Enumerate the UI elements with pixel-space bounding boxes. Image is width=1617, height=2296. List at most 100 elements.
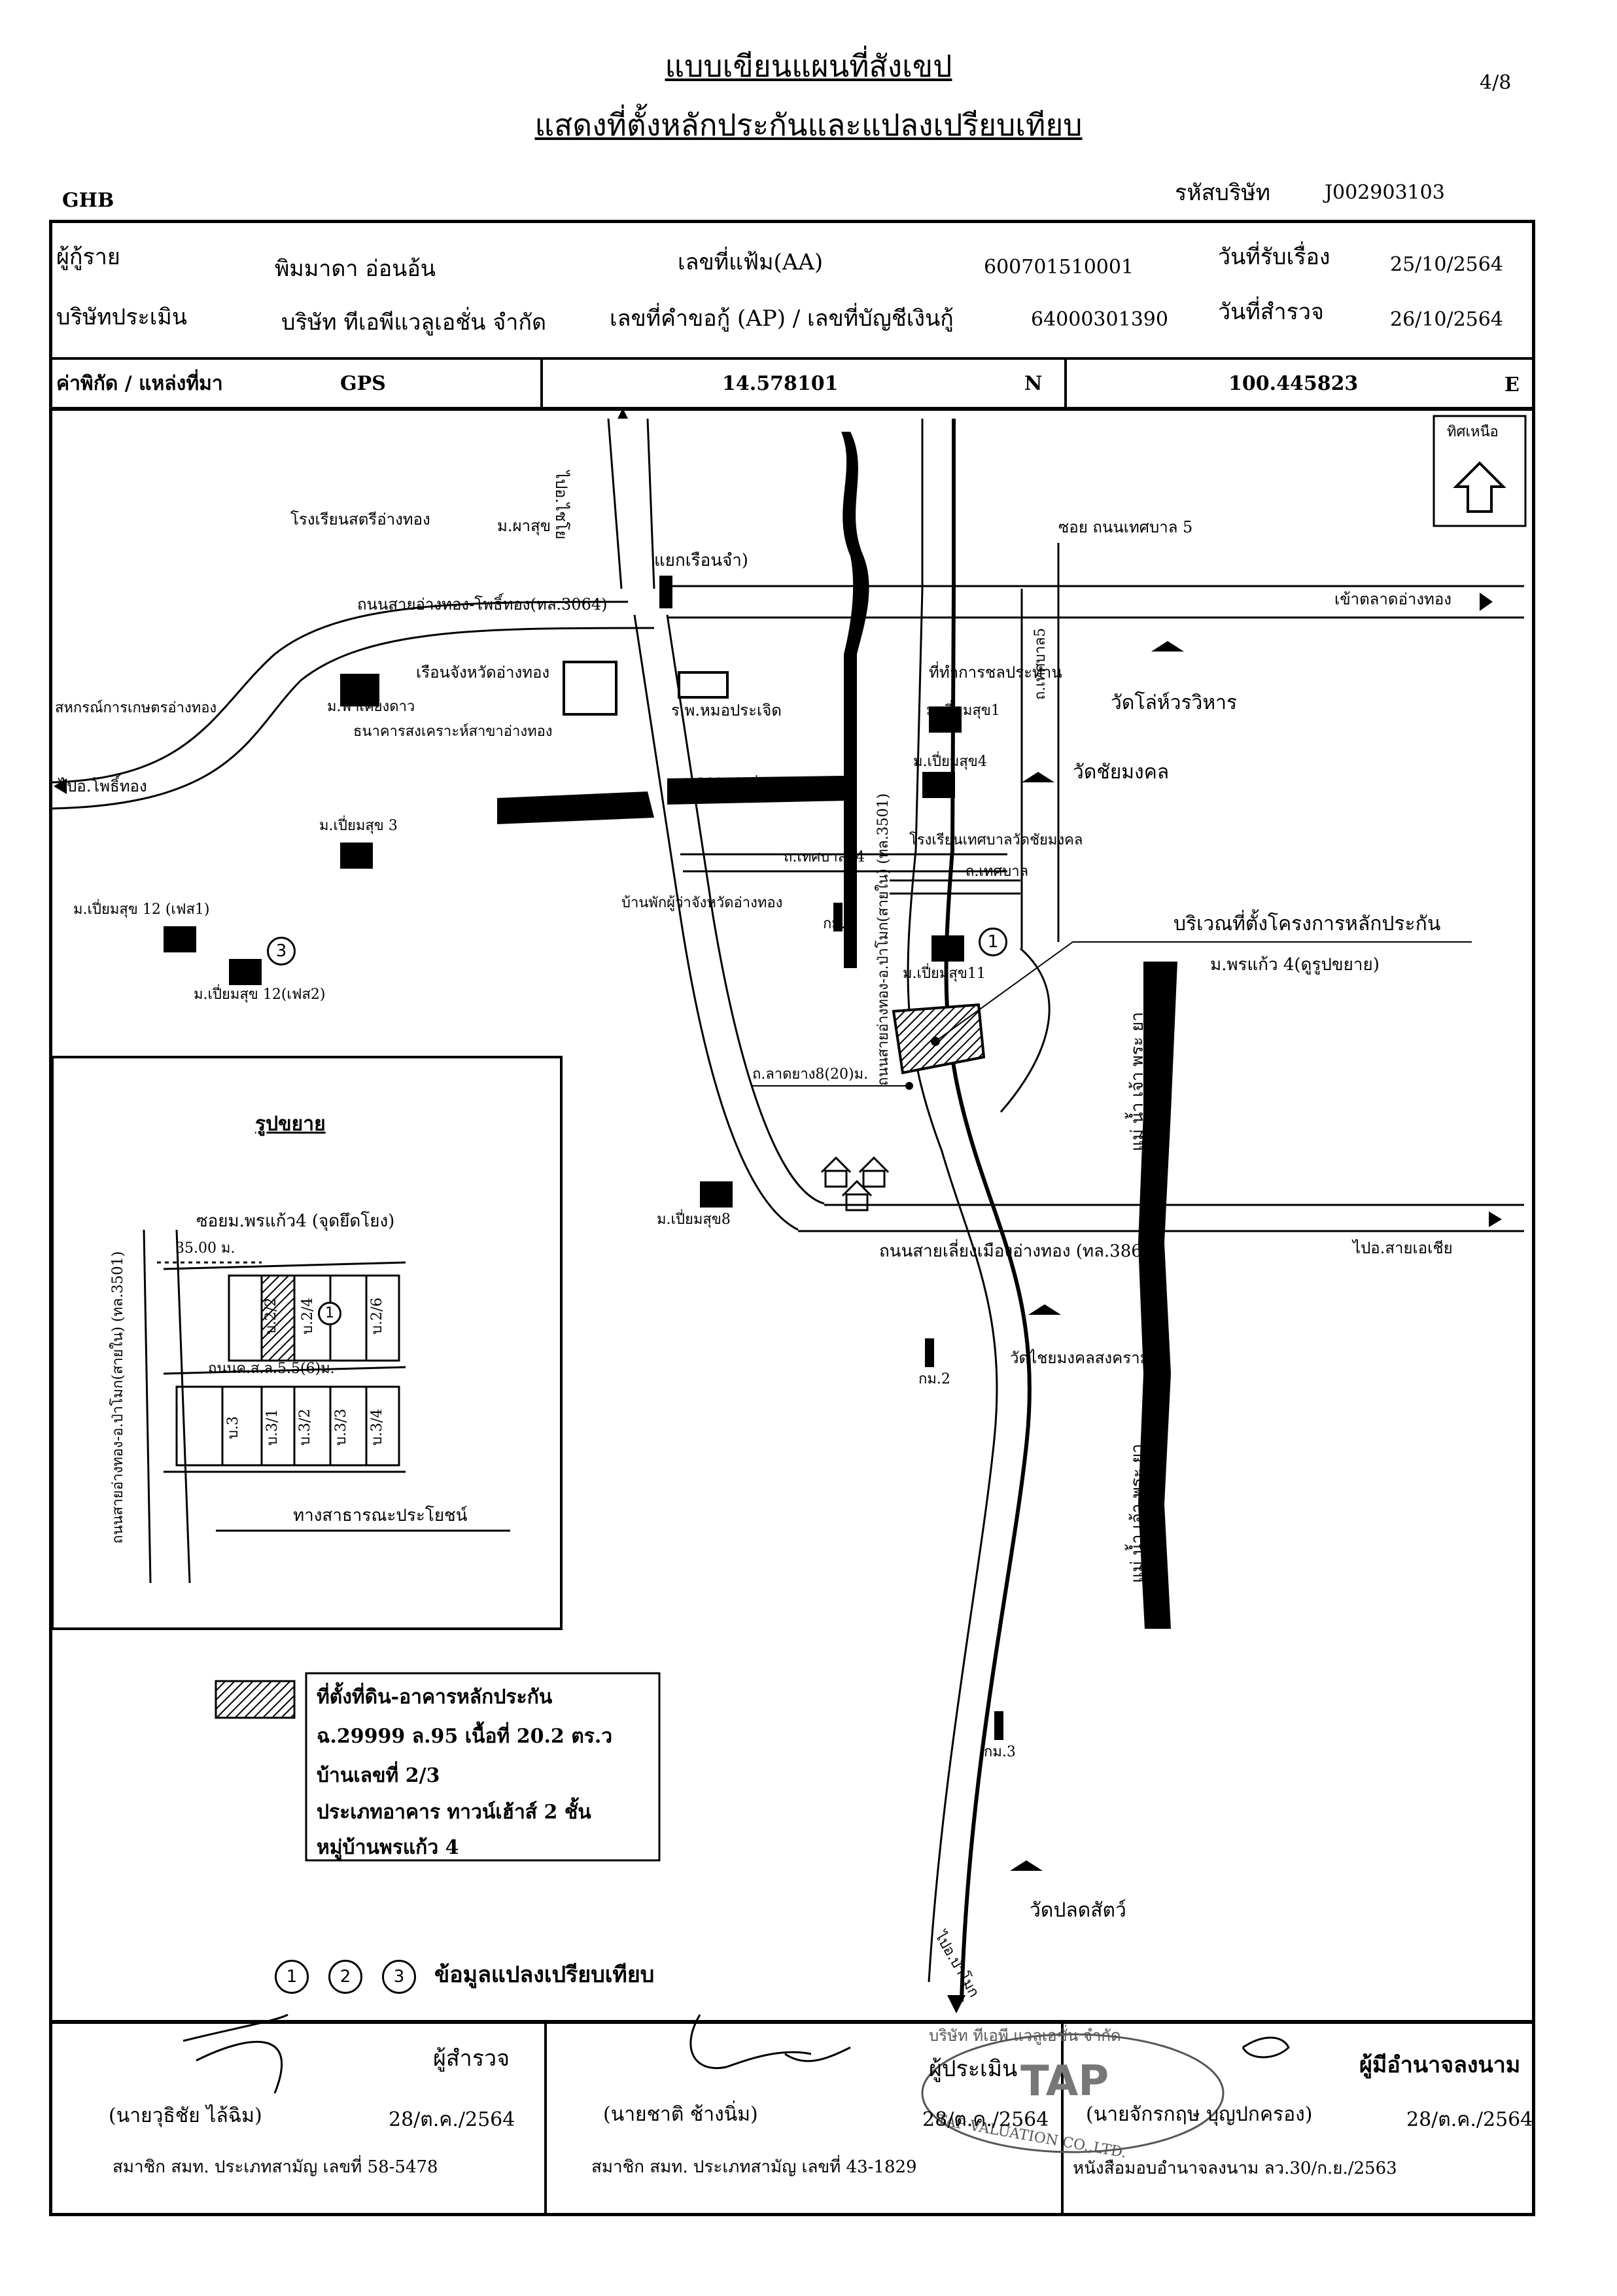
label-coop: สหกรณ์การเกษตรอ่างทอง [55,700,217,716]
traffic-light-icon [659,576,672,608]
arrow-market-icon [1480,593,1493,611]
company-code-label: รหัสบริษัท [1175,180,1271,206]
inset-title: รูปขยาย [255,1113,326,1136]
request-no-label: เลขที่คำขอกู้ (AP) / เลขที่บัญชีเงินกู้ [610,305,954,332]
appraiser-member: สมาชิก สมท. ประเภทสามัญ เลขที่ 43-1829 [591,2157,917,2177]
label-m-piamsuk12-2: ม.เปี่ยมสุข 12(เฟส2) [194,986,326,1003]
divider [540,357,543,409]
compare-legend-3: 3 [382,1960,416,1994]
arrow-photong-icon [54,778,67,794]
coord-source: GPS [340,372,386,395]
company-code: J002903103 [1325,181,1445,204]
appraiser-role: ผู้ประเมิน [929,2056,1018,2082]
label-school-thetsaban: โรงเรียนเทศบาลวัดชัยมงคล [909,832,1083,848]
label-yaek: แยกเรือนจำ) [654,551,748,570]
surveyor-signature [183,2013,288,2094]
inset-road-inner: ถนนค.ส.ล.5.5(6)ม. [208,1361,335,1377]
inset-collateral [260,1274,296,1362]
label-canal: คลองชลประทาน [696,773,801,790]
signer-authority: หนังสือมอบอำนาจลงนาม ลว.30/ก.ย./2563 [1073,2159,1397,2178]
company-stamp [921,2033,1225,2153]
legend-line-2: ฉ.29999 ล.95 เนื้อที่ 20.2 ตร.ว [317,1725,613,1748]
appraiser-company: บริษัท ทีเอพีแวลูเอชั่น จำกัด [281,309,547,336]
divider [544,2020,547,2216]
ghb-icon [563,661,617,716]
label-km2: กม.2 [918,1371,950,1387]
canal-vertical [841,432,869,968]
survey-date: 26/10/2564 [1390,308,1503,331]
label-hospital: ร.พ.หมอประเจิด [671,701,782,720]
longitude: 100.445823 [1228,372,1359,395]
label-village: ม.พรแก้ว 4(ดูรูปขยาย) [1210,955,1380,975]
divider [49,357,1535,360]
label-governor: บ้านพักผู้ว่าจังหวัดอ่างทอง [621,895,783,911]
ghb-label: GHB [62,189,114,212]
borrower-label: ผู้กู้ราย [56,244,120,270]
label-to-photong: ไปอ.โพธิ์ทอง [59,777,147,795]
label-m-piamsuk11: ม.เปี่ยมสุข11 [903,965,986,982]
appraiser-signature [689,2014,851,2069]
file-no-label: เลขที่แฟ้ม(AA) [678,249,824,275]
compare-marker-3: 3 [267,937,296,965]
label-road-angthong-pho: ถนนสายอ่างทอง-โพธิ์ทอง(ทล.3064) [357,595,608,614]
label-school-satri: โรงเรียนสตรีอ่างทอง [290,510,430,529]
label-to-market: เข้าตลาดอ่างทอง [1334,590,1452,608]
label-wat-lo: วัดโล่ห์วรวิหาร [1111,691,1238,714]
appraiser-date: 28/ต.ค./2564 [922,2108,1049,2131]
surveyor-name: (นายวุธิชัย ไล้ฉิม) [109,2104,262,2127]
label-irrigation: ที่ทำการชลประทาน [929,663,1062,682]
compare-legend-2: 2 [328,1960,362,1994]
surveyor-role: ผู้สำรวจ [433,2045,510,2072]
stamp-center: TAP [1020,2057,1109,2106]
canal-east [667,776,848,805]
label-m-piamsuk4: ม.เปี่ยมสุข4 [913,754,987,770]
north-box [1433,415,1527,527]
inset-public: ทางสาธารณะประโยชน์ [293,1506,468,1525]
legend-line-4: ประเภทอาคาร ทาวน์เฮ้าส์ 2 ชั้น [317,1801,591,1824]
divider [1064,357,1067,409]
label-prison: เรือนจังหวัดอ่างทอง [416,663,550,682]
legend-box [305,1672,661,1862]
survey-label: วันที่สำรวจ [1218,299,1324,325]
label-collateral-area: บริเวณที่ตั้งโครงการหลักประกัน [1174,913,1441,935]
label-road-386: ถนนสายเลี่ยงเมืองอ่างทอง (ทล.386) [879,1242,1149,1261]
inset-marker-1: 1 [318,1302,341,1325]
compare-marker-1: 1 [979,928,1007,956]
label-wat-chai-mongkol: วัดชัยมงคล [1073,761,1170,784]
inset-soi: ซอยม.พรแก้ว4 (จุดยึดโยง) [196,1211,395,1231]
label-km3: กม.3 [984,1744,1016,1760]
longitude-dir: E [1504,374,1520,396]
legend-line-5: หมู่บ้านพรแก้ว 4 [317,1836,459,1859]
label-soi-thetsaban5: ซอย ถนนเทศบาล 5 [1058,518,1193,536]
borrower-name: พิมมาดา อ่อนอ้น [275,256,436,282]
appraiser-label: บริษัทประเมิน [56,304,188,330]
received-date: 25/10/2564 [1390,253,1503,276]
legend-line-1: ที่ตั้งที่ดิน-อาคารหลักประกัน [317,1686,553,1709]
label-m-fahkiangdao: ม.ฟ้าเคียงดาว [327,699,415,715]
signer-date: 28/ต.ค./2564 [1406,2108,1533,2131]
surveyor-member: สมาชิก สมท. ประเภทสามัญ เลขที่ 58-5478 [113,2157,438,2177]
label-thetsaban14: ถ.เทศบาล14 [784,849,865,865]
request-no: 64000301390 [1031,308,1168,331]
signer-name: (นายจักรกฤษ บุญปกครอง) [1086,2103,1313,2126]
title-line-2: แสดงที่ตั้งหลักประกันและแปลงเปรียบเทียบ [534,107,1083,143]
page-number: 4/8 [1480,71,1512,94]
signature-box [49,2020,1535,2216]
compare-legend-label: ข้อมูลแปลงเปรียบเทียบ [434,1962,655,1988]
label-wat-chai-songkhram: วัดไชยมงคลสงคราม [1010,1349,1151,1367]
label-to-sena: ไปอ.สายเอเชีย [1353,1239,1453,1257]
canal-west [497,791,654,824]
stamp-top: บริษัท ทีเอพี แวลูเอชั่น จำกัด [929,2026,1121,2045]
river [1138,962,1177,1629]
label-m-piamsuk3: ม.เปี่ยมสุข 3 [319,818,398,834]
coord-label: ค่าพิกัด / แหล่งที่มา [56,372,223,395]
label-m-phasuk: ม.ผาสุข [497,517,551,535]
legend-line-3: บ้านเลขที่ 2/3 [317,1764,440,1787]
north-label: ทิศเหนือ [1447,424,1499,440]
houses [820,1156,890,1211]
signer-role: ผู้มีอำนาจลงนาม [1359,2052,1521,2078]
divider [1061,2020,1064,2216]
label-ghb-branch: ธนาคารสงเคราะห์สาขาอ่างทอง [353,723,553,740]
label-thetsaban: ถ.เทศบาล [965,863,1029,880]
